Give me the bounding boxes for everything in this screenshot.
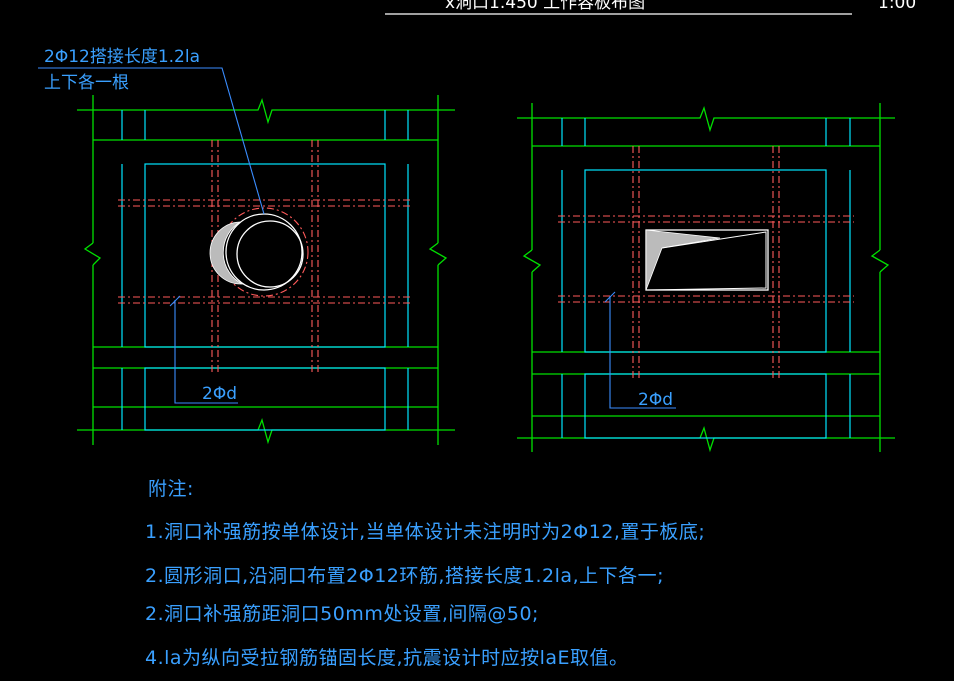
left-slab-panels [121, 110, 409, 431]
note-3: 2.洞口补强筋距洞口50mm处设置,间隔@50; [145, 603, 539, 625]
note-2: 2.圆形洞口,沿洞口布置2Φ12环筋,搭接长度1.2la,上下各一; [145, 565, 664, 587]
note-1: 1.洞口补强筋按单体设计,当单体设计未注明时为2Φ12,置于板底; [145, 521, 705, 543]
left-leaders [38, 67, 265, 404]
notes-heading: 附注: [148, 478, 194, 500]
right-beams [517, 103, 895, 453]
notes-block: 附注: 1.洞口补强筋按单体设计,当单体设计未注明时为2Φ12,置于板底; 2.… [145, 478, 705, 669]
left-circular-opening [209, 213, 304, 291]
right-rectangular-opening [645, 229, 769, 291]
right-plan-rectangular-opening: 2Φd [517, 103, 895, 453]
right-bar-label: 2Φd [638, 390, 673, 410]
title-block: x洞口1.450 工作容板布图 1:00 [385, 0, 916, 15]
title-scale: 1:00 [878, 0, 916, 13]
right-rebars [558, 146, 854, 378]
right-slab-panels [561, 118, 851, 439]
left-bar-label: 2Φd [202, 384, 237, 404]
ring-bar-label-line2: 上下各一根 [44, 73, 129, 93]
left-plan-circular-opening: 2Φ12搭接长度1.2la 上下各一根 2Φd [38, 47, 455, 445]
note-4: 4.la为纵向受拉钢筋锚固长度,抗震设计时应按laE取值。 [145, 647, 629, 669]
right-leaders [604, 291, 676, 409]
title-text: x洞口1.450 工作容板布图 [445, 0, 645, 13]
ring-bar-label-line1: 2Φ12搭接长度1.2la [44, 47, 200, 67]
left-rebars [118, 140, 412, 372]
left-beams [77, 95, 455, 445]
